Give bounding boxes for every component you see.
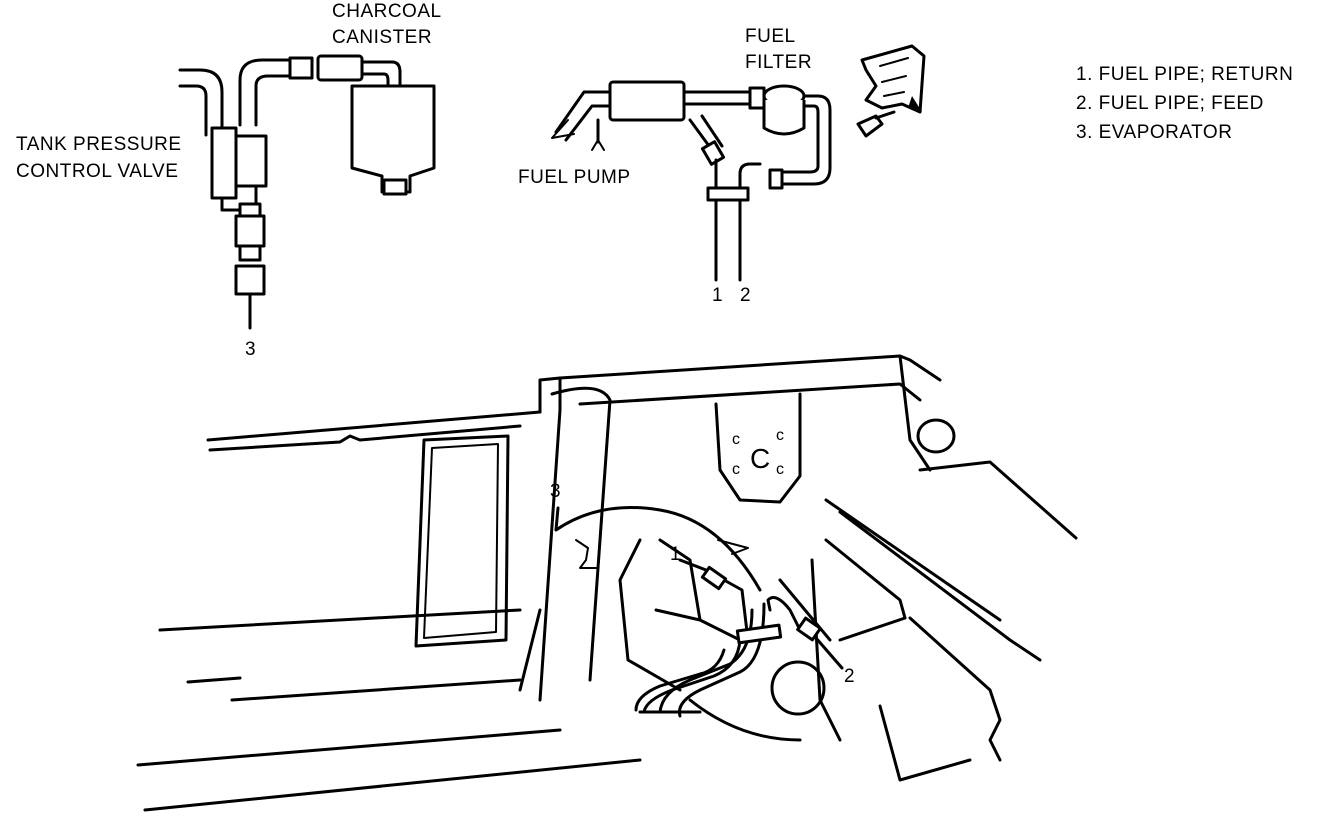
callout-2-top: 2 xyxy=(740,285,751,306)
callout-3-top: 3 xyxy=(245,339,256,360)
tank-pressure-control-valve-assembly xyxy=(178,54,402,330)
svg-text:c: c xyxy=(776,427,785,444)
fuel-pump-body xyxy=(608,80,686,122)
label-canister: CANISTER xyxy=(332,27,432,48)
pipe-clamp-installed xyxy=(735,623,783,645)
legend: 1. FUEL PIPE; RETURN 2. FUEL PIPE; FEED … xyxy=(1076,64,1293,143)
pipe-clamp-top xyxy=(706,186,750,202)
valve-body xyxy=(234,134,268,188)
callout-3-bottom: 3 xyxy=(550,481,561,502)
label-filter: FILTER xyxy=(745,52,812,73)
mounting-bracket-detail xyxy=(856,44,926,138)
legend-item-3: 3. EVAPORATOR xyxy=(1076,122,1232,143)
valve-bracket xyxy=(210,126,238,200)
legend-item-2: 2. FUEL PIPE; FEED xyxy=(1076,93,1264,114)
callout-1-top: 1 xyxy=(712,285,723,306)
fuel-filter xyxy=(748,84,832,190)
callout-1-bottom: 1 xyxy=(670,544,681,565)
svg-text:c: c xyxy=(776,461,785,478)
legend-item-1: 1. FUEL PIPE; RETURN xyxy=(1076,64,1293,85)
svg-text:C: C xyxy=(750,443,771,474)
label-control-valve: CONTROL VALVE xyxy=(16,161,178,182)
svg-text:c: c xyxy=(732,431,741,448)
svg-text:c: c xyxy=(732,461,741,478)
label-fuel-pump: FUEL PUMP xyxy=(518,167,631,188)
frame-rail: c c C c c xyxy=(136,354,1078,812)
charcoal-canister xyxy=(350,84,436,196)
label-tank-pressure: TANK PRESSURE xyxy=(16,134,182,155)
callout-2-bottom: 2 xyxy=(844,666,855,687)
fuel-pump-assembly xyxy=(551,80,762,282)
hose-clamp xyxy=(288,56,314,80)
inline-connector xyxy=(316,54,364,82)
label-charcoal: CHARCOAL xyxy=(332,1,442,22)
label-fuel: FUEL xyxy=(745,26,796,47)
installed-pipes xyxy=(554,506,844,718)
